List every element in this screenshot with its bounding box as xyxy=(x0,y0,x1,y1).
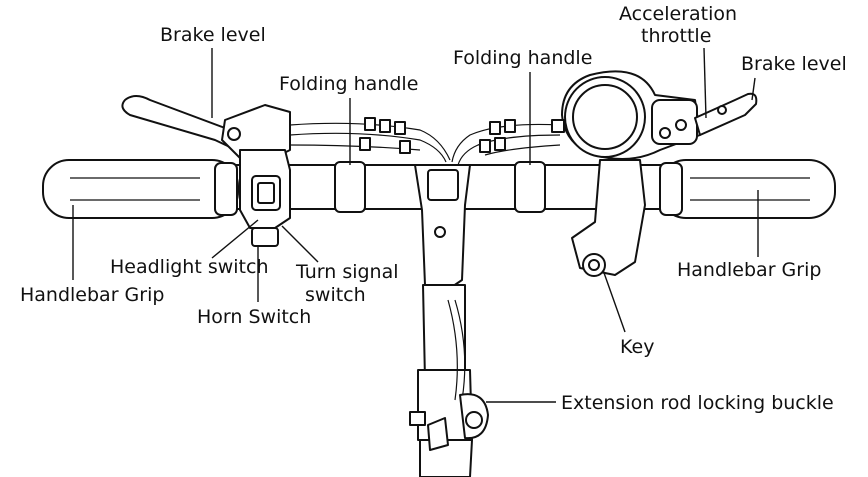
left-grip xyxy=(42,159,239,219)
label-horn: Horn Switch xyxy=(197,306,311,328)
right-brake-lever xyxy=(694,92,758,136)
folding-collar-left xyxy=(334,161,366,213)
folding-collar-right xyxy=(514,161,546,213)
label-folding-left: Folding handle xyxy=(279,73,418,95)
extension-buckle xyxy=(459,393,489,440)
leader-brake-right xyxy=(751,77,756,101)
label-accel-line1: Acceleration xyxy=(619,3,737,25)
label-accel-line2: throttle xyxy=(641,25,711,47)
stem xyxy=(409,164,473,477)
label-brake-left: Brake level xyxy=(160,24,266,46)
label-turn-line1: Turn signal xyxy=(295,261,399,283)
leader-turn xyxy=(281,225,319,263)
label-grip-right: Handlebar Grip xyxy=(677,259,821,281)
key-switch xyxy=(571,159,646,277)
left-switch-block xyxy=(239,149,291,247)
label-grip-left: Handlebar Grip xyxy=(20,284,164,306)
right-grip xyxy=(659,159,836,219)
leader-key xyxy=(602,269,626,333)
label-folding-right: Folding handle xyxy=(453,47,592,69)
label-brake-right: Brake level xyxy=(741,53,847,75)
label-key: Key xyxy=(620,336,654,358)
cables-left xyxy=(289,117,451,163)
label-extension: Extension rod locking buckle xyxy=(561,392,834,414)
label-headlight: Headlight switch xyxy=(110,256,269,278)
leader-headlight xyxy=(211,219,259,259)
cables-right xyxy=(451,119,561,166)
display-throttle xyxy=(551,70,701,160)
leader-accel xyxy=(703,47,707,119)
label-turn-line2: switch xyxy=(305,284,366,306)
